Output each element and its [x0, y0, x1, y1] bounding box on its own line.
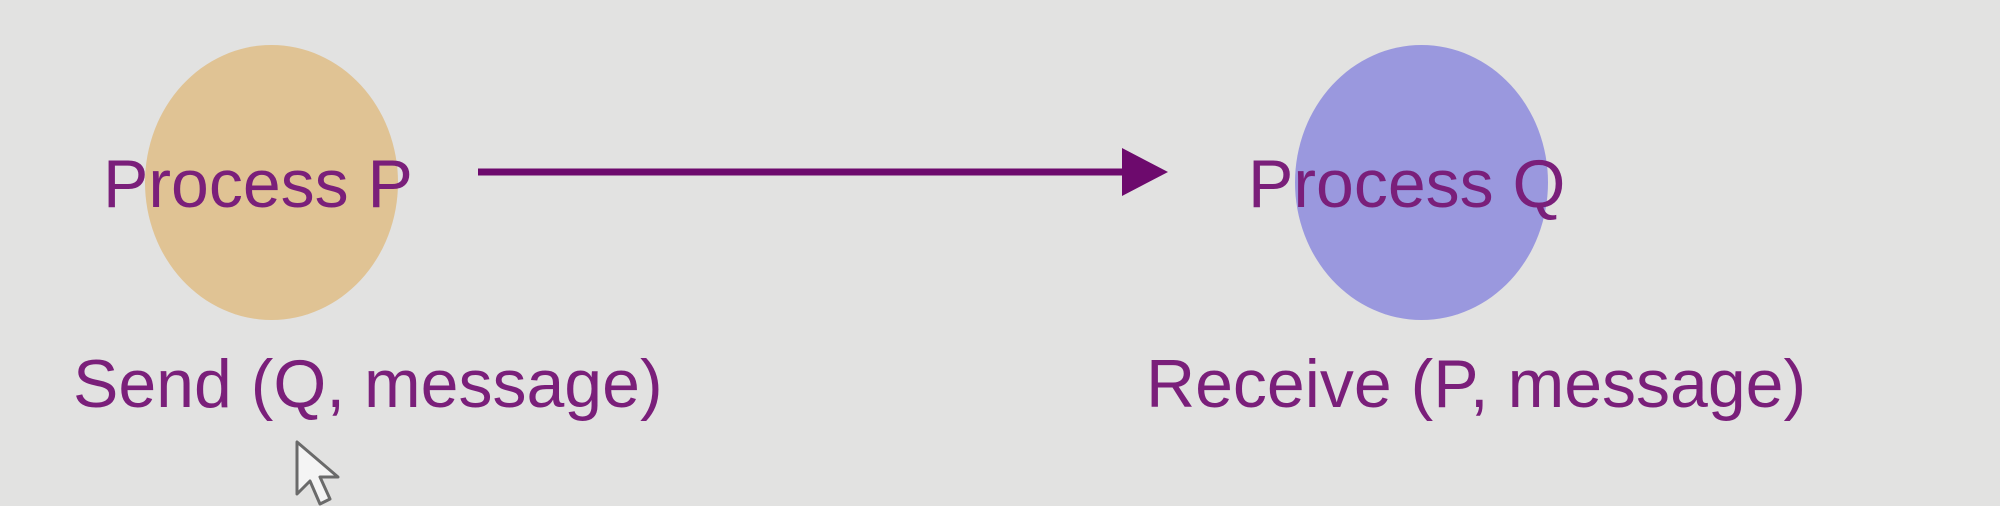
mouse-pointer-icon: [295, 440, 340, 506]
message-arrow: [478, 148, 1168, 196]
process-p-circle: [145, 45, 398, 320]
process-q-label: Process Q: [1248, 146, 1566, 222]
process-p-label: Process P: [103, 146, 413, 222]
process-q-circle: [1295, 45, 1548, 320]
arrow-head: [1122, 148, 1168, 196]
receive-operation-label: Receive (P, message): [1146, 346, 1807, 422]
send-operation-label: Send (Q, message): [73, 346, 663, 422]
